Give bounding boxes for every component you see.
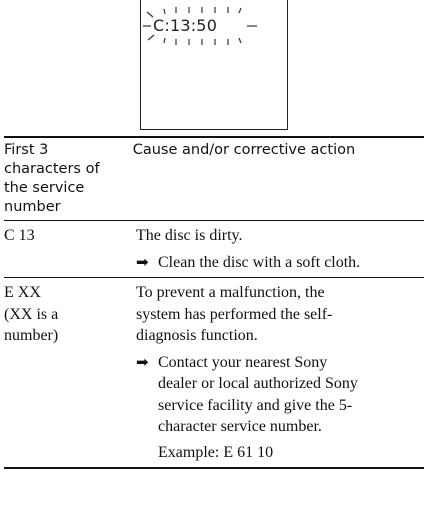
table-bottom-rule [4, 467, 424, 469]
table-row: E XX (XX is a number) To prevent a malfu… [4, 278, 424, 467]
example-text: Example: E 61 10 [158, 443, 274, 461]
cause-text: To prevent a malfunction, the [136, 284, 325, 301]
cause-and-action: The disc is dirty. ➡ Clean the disc with… [136, 225, 424, 273]
error-code-table: First 3 characters of the service number… [4, 136, 424, 469]
table-header-row: First 3 characters of the service number… [4, 138, 424, 220]
service-code: C 13 [4, 227, 35, 244]
row-rule [4, 277, 424, 278]
service-code: E XX (XX is a number) [4, 284, 59, 344]
header-service-number: First 3 characters of the service number [4, 142, 100, 215]
display-readout: C:13:50 [153, 16, 218, 35]
arrow-right-icon: ➡ [136, 352, 149, 371]
header-rule [4, 220, 424, 221]
corrective-action: ➡ Clean the disc with a soft cloth. [136, 252, 424, 274]
blink-marks-icon [143, 7, 257, 45]
header-cause-action: Cause and/or corrective action [132, 142, 356, 158]
table-row: C 13 The disc is dirty. ➡ Clean the disc… [4, 221, 424, 277]
arrow-right-icon: ➡ [136, 252, 149, 271]
cause-and-action: To prevent a malfunction, the system has… [136, 282, 424, 463]
cause-text: The disc is dirty. [136, 227, 243, 244]
corrective-action: ➡ Contact your nearest Sony dealer or lo… [136, 352, 424, 438]
table-top-rule [4, 136, 424, 138]
display-illustration: C:13:50 [140, 0, 288, 130]
